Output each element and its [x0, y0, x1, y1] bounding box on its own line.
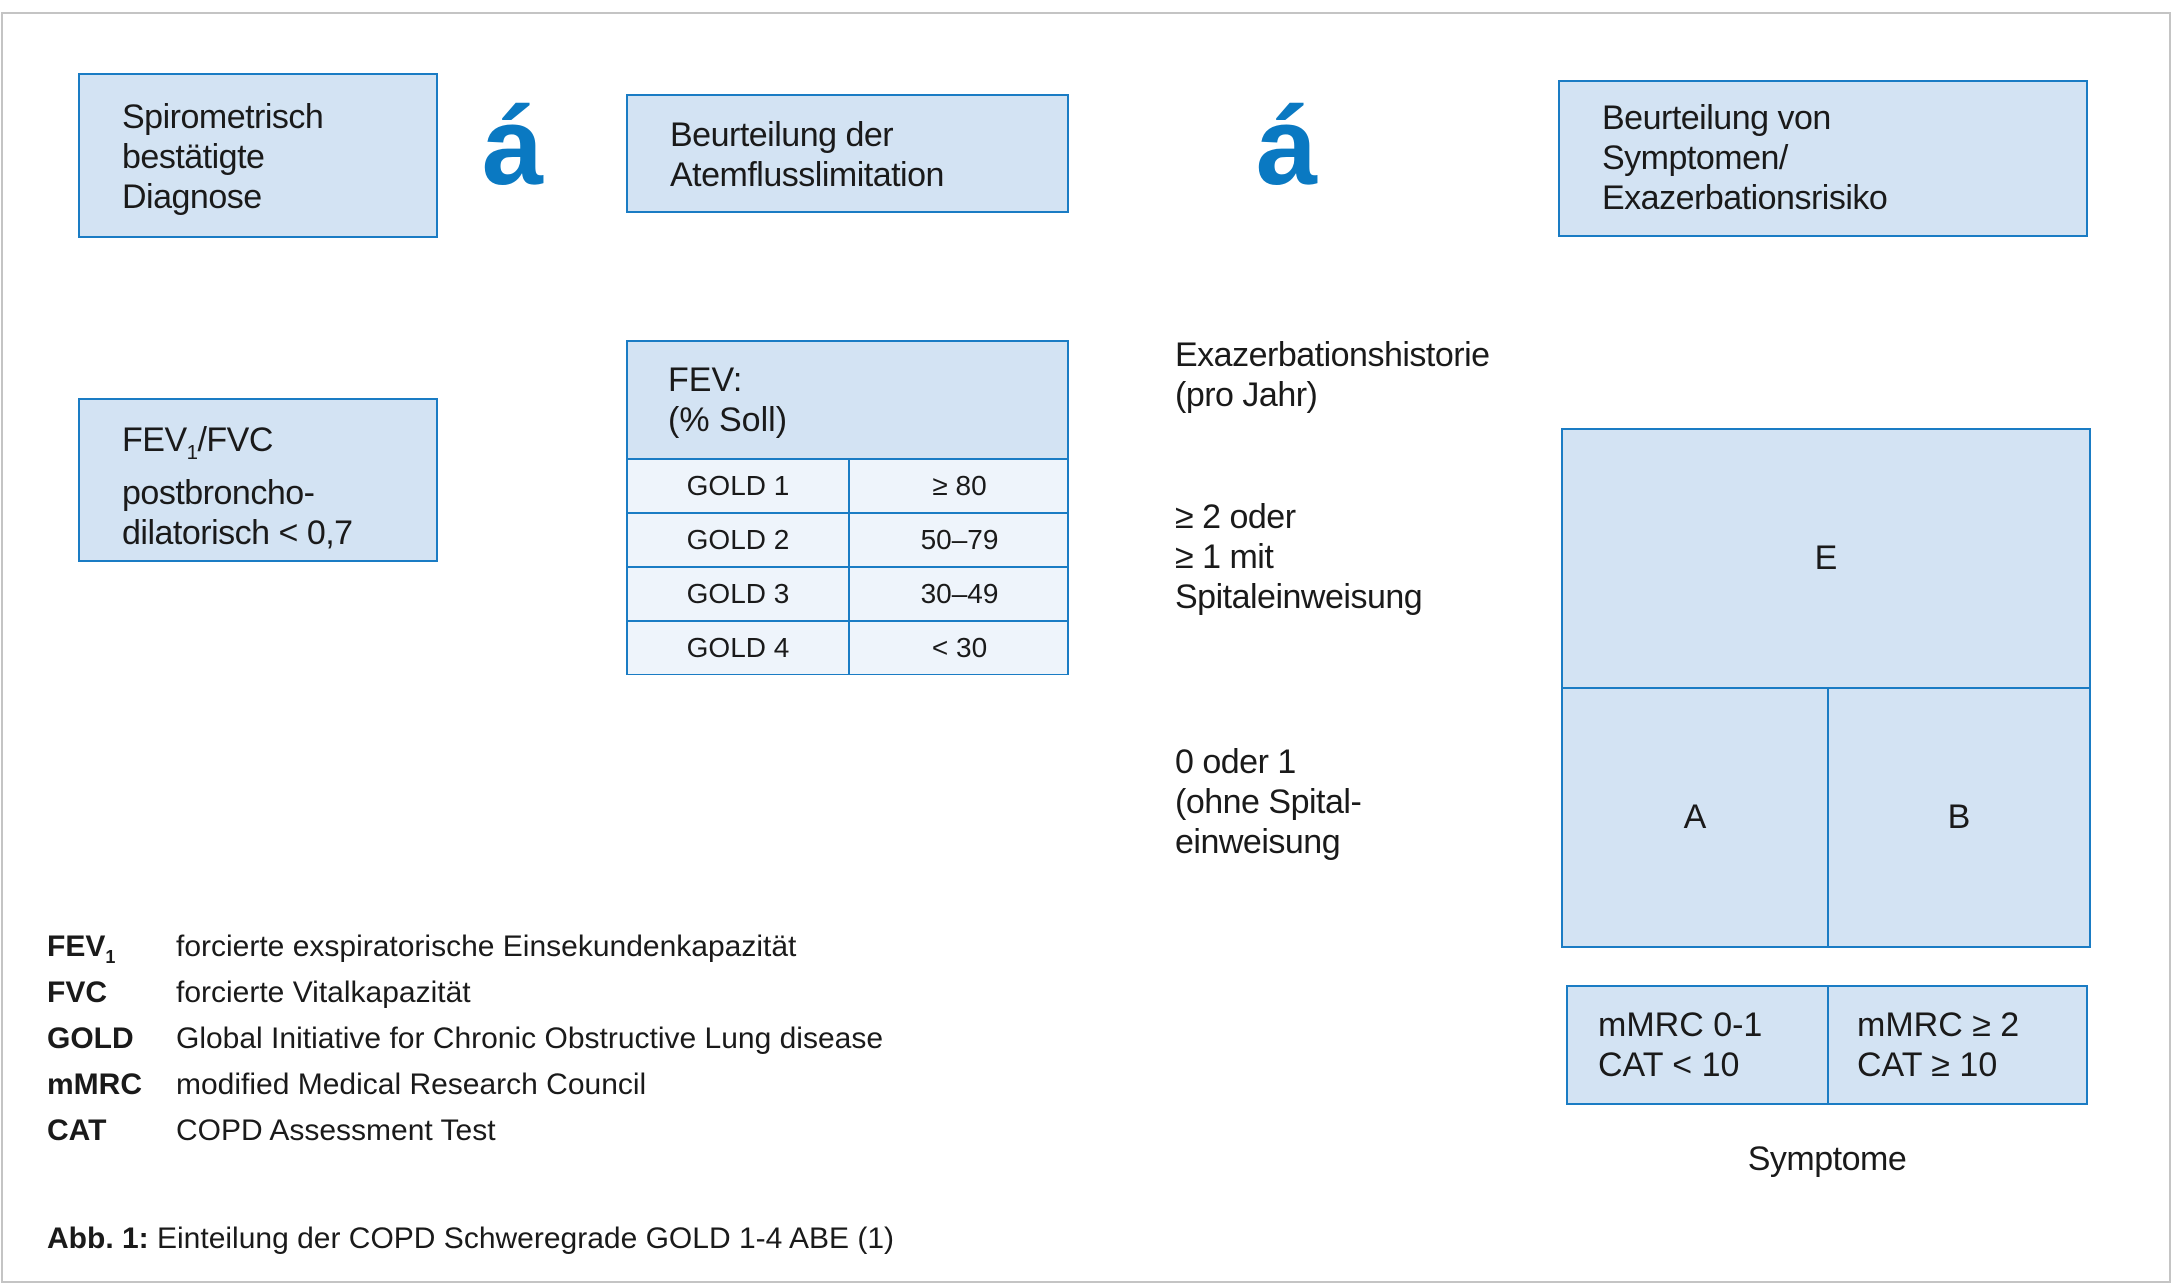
symptoms-risk-box: Beurteilung von Symptomen/ Exazerbations…: [1558, 80, 2088, 237]
symptoms-risk-line: Symptomen/: [1602, 139, 1788, 177]
airflow-line: Atemflusslimitation: [670, 156, 944, 194]
ratio-line: dilatorisch < 0,7: [122, 513, 353, 552]
diagnosis-line: Spirometrisch: [122, 98, 324, 136]
table-row: GOLD 4< 30: [628, 620, 1067, 674]
diagnosis-line: Diagnose: [122, 178, 262, 216]
diagnosis-line: bestätigte: [122, 138, 265, 176]
figure-caption: Abb. 1: Einteilung der COPD Schweregrade…: [47, 1222, 895, 1255]
ratio-box: FEV1/FVC postbroncho- dilatorisch < 0,7: [78, 398, 438, 562]
symptoms-risk-line: Exazerbationsrisiko: [1602, 179, 1888, 217]
airflow-line: Beurteilung der: [670, 116, 894, 154]
exacerbation-title: Exazerbationshistorie(pro Jahr): [1175, 336, 1490, 414]
airflow-box: Beurteilung der Atemflusslimitation: [626, 94, 1069, 213]
group-a-cell: A: [1561, 687, 1829, 948]
diagnosis-box: Spirometrisch bestätigte Diagnose: [78, 73, 438, 238]
ratio-line: postbroncho-: [122, 473, 315, 512]
symptoms-label: Symptome: [1747, 1140, 1907, 1178]
table-row: GOLD 1≥ 80: [628, 458, 1067, 512]
ratio-line: FEV1/FVC: [122, 421, 273, 464]
arrow-right-icon: á: [1256, 85, 1318, 208]
group-b-cell: B: [1827, 687, 2091, 948]
exacerbation-low: 0 oder 1(ohne Spital-einweisung: [1175, 743, 1362, 861]
symptoms-risk-line: Beurteilung von: [1602, 99, 1831, 137]
arrow-right-icon: á: [482, 85, 544, 208]
fev-table-header: FEV: (% Soll): [668, 361, 788, 439]
figure-frame: [1, 12, 2171, 1283]
group-e-cell: E: [1561, 428, 2091, 689]
